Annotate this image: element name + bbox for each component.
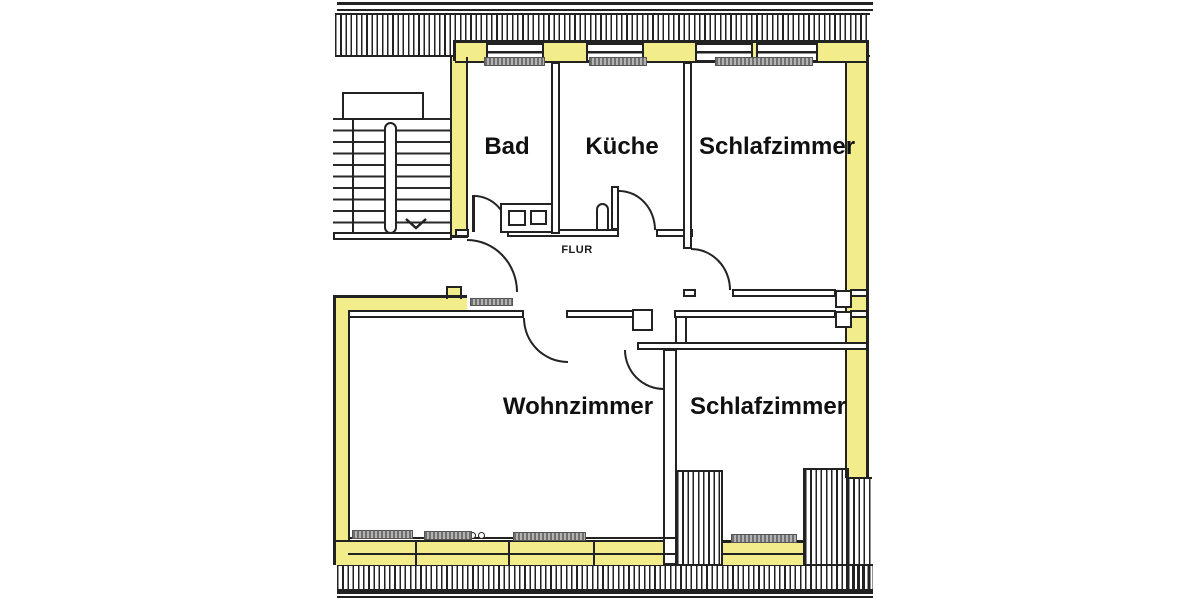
radiator-wohnzimmer-2 — [424, 531, 472, 540]
wall-corridor-bottom-seg2 — [566, 310, 638, 318]
bottom-facade-line-inner — [337, 591, 873, 594]
wall-bad-kueche — [551, 62, 560, 234]
wall-corridor-top-seg1 — [455, 229, 469, 237]
door-arc-wohnzimmer — [523, 318, 568, 363]
radiator-wohnzimmer-1 — [352, 530, 413, 539]
wall-corridor-left-edge-b — [466, 57, 468, 237]
door-arc-entry — [467, 239, 518, 292]
wall-niche-right-2 — [835, 311, 852, 328]
wall-corridor-left-edge-a — [450, 57, 452, 237]
wall-corridor-left — [452, 57, 466, 235]
window-frame-line-schlafzimmer-bottom — [722, 553, 803, 555]
kitchen-fixture — [596, 203, 609, 231]
bottom-facade-line-outer — [337, 596, 873, 598]
wall-right-exterior — [845, 42, 867, 478]
wall-corridor-top-seg2 — [507, 229, 619, 237]
wall-bottom-exterior-wohnzimmer — [333, 540, 677, 565]
wall-corridor-top-seg3 — [656, 229, 693, 237]
hatched-block-right — [803, 468, 849, 566]
window-frame-line-wohnzimmer — [348, 553, 677, 555]
staircase-landing-edge — [333, 232, 452, 240]
top-facade-line-outer — [337, 2, 873, 5]
wall-corridor-bottom-seg3 — [674, 310, 836, 318]
staircase-well-opening — [342, 92, 424, 120]
wall-left-exterior — [335, 297, 348, 565]
top-facade-line-inner — [337, 9, 873, 11]
radiator-schlafzimmer-top — [715, 57, 813, 66]
room-label-flur: FLUR — [561, 244, 593, 256]
wall-schlafzimmer-top-bottom-seg2 — [732, 289, 836, 297]
wall-niche-corridor — [632, 309, 653, 331]
wall-left-edge-inner — [348, 318, 350, 540]
wall-top-left-cap — [453, 40, 456, 61]
door-arc-schlafzimmer-top — [691, 248, 731, 290]
window-handle-2 — [478, 532, 485, 539]
wall-corridor-bottom-seg1 — [348, 310, 524, 318]
room-label-schlafzimmer-top: Schlafzimmer — [698, 133, 856, 160]
staircase-flight-edge — [352, 118, 354, 232]
door-leaf-kueche — [611, 186, 619, 230]
stair-direction-arrow-icon — [405, 218, 427, 230]
hatched-block-corner — [846, 477, 872, 589]
wall-top-edge-inner — [455, 61, 868, 63]
door-arc-schlafzimmer-bottom — [624, 350, 664, 390]
wall-right-edge-outer — [866, 40, 869, 478]
wall-schlafzimmer-top-bottom-seg1 — [683, 289, 696, 297]
hatched-block-left — [675, 470, 723, 566]
staircase-stringer — [384, 122, 397, 234]
window-divider-1 — [415, 540, 417, 565]
radiator-bad — [484, 57, 545, 66]
wall-top-edge-outer — [455, 40, 868, 43]
radiator-schlafzimmer-bottom — [731, 534, 797, 543]
wall-wohnzimmer-top-edge — [333, 295, 467, 298]
wall-kueche-schlafzimmer — [683, 62, 692, 249]
radiator-wohnzimmer-3 — [513, 532, 586, 541]
wall-corridor-bottom-seg4 — [850, 310, 868, 318]
wall-schlafzimmer-top-bottom-seg3 — [850, 289, 868, 297]
wall-left-edge-outer — [333, 297, 336, 565]
window-divider-2 — [508, 540, 510, 565]
bath-sink-2 — [530, 210, 547, 225]
door-arc-kueche — [619, 190, 656, 230]
wall-schlafzimmer-bottom-top — [637, 342, 868, 350]
bath-sink-1 — [508, 210, 526, 226]
wall-wohnzimmer-schlafzimmer — [663, 349, 677, 565]
window-divider-3 — [593, 540, 595, 565]
room-label-wohnzimmer: Wohnzimmer — [502, 393, 654, 420]
room-label-bad: Bad — [484, 133, 530, 160]
wall-niche-right-1 — [835, 290, 852, 308]
bottom-hatched-wall-band — [337, 564, 873, 591]
room-label-kueche: Küche — [585, 133, 659, 160]
entry-threshold — [470, 298, 513, 306]
radiator-kueche — [589, 57, 647, 66]
room-label-schlafzimmer-bottom: Schlafzimmer — [689, 393, 847, 420]
wall-right-edge-inner — [845, 61, 847, 478]
